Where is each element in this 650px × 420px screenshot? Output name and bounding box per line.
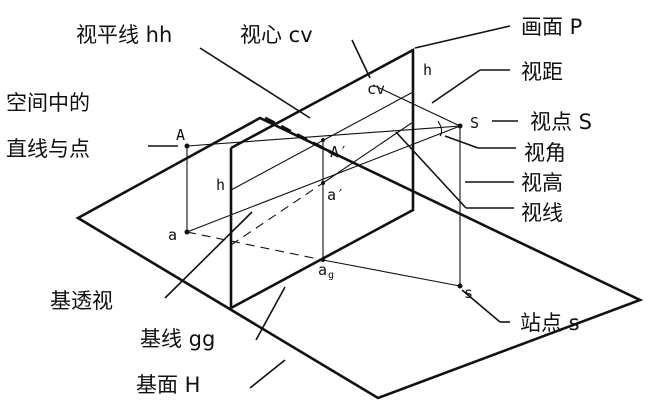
point-label-h-left: h bbox=[216, 176, 225, 194]
point-label-a: a bbox=[168, 226, 177, 244]
leader-viewing-angle bbox=[444, 135, 479, 149]
viewing-angle-arc bbox=[437, 120, 443, 137]
label-viewing-distance: 视距 bbox=[521, 60, 563, 84]
label-base-perspective: 基透视 bbox=[50, 289, 113, 313]
sight-line-A-to-s bbox=[186, 125, 461, 147]
label-space-line-2: 直线与点 bbox=[6, 137, 90, 161]
base-line-ag-to-s bbox=[322, 259, 461, 287]
point-S-dot bbox=[457, 123, 463, 129]
leader-viewing-distance bbox=[431, 69, 481, 104]
point-label-a-prime: a′ bbox=[327, 186, 345, 204]
label-space-line-1: 空间中的 bbox=[6, 91, 90, 115]
point-label-A-prime: A′ bbox=[330, 143, 348, 161]
point-aprime-dot bbox=[321, 181, 325, 185]
sight-line-cv-to-s bbox=[372, 84, 461, 127]
label-sight-line: 视线 bbox=[521, 201, 563, 225]
leader-base-perspective bbox=[164, 211, 253, 299]
point-label-A: A bbox=[176, 126, 185, 144]
label-picture-plane: 画面 P bbox=[521, 15, 582, 39]
point-label-h-right: h bbox=[423, 61, 432, 79]
point-label-cv: cv bbox=[367, 80, 385, 98]
point-a-dot bbox=[184, 229, 190, 235]
base-line-a-to-ag bbox=[186, 231, 324, 261]
point-label-s: s bbox=[464, 284, 473, 302]
label-ground-line: 基线 gg bbox=[140, 327, 215, 351]
leader-ground-plane bbox=[249, 359, 286, 389]
leader-cv bbox=[351, 39, 371, 79]
label-ground-plane: 基面 H bbox=[136, 373, 200, 397]
ground-plane-h bbox=[75, 116, 644, 400]
label-center-of-vision: 视心 cv bbox=[240, 23, 313, 47]
point-Aprime-dot bbox=[321, 138, 325, 142]
label-eye-height: 视高 bbox=[521, 171, 563, 195]
point-label-S: S bbox=[470, 114, 479, 132]
leader-sight-line bbox=[395, 131, 467, 209]
label-station-point: 站点 s bbox=[520, 311, 580, 335]
base-perspective-line bbox=[230, 182, 324, 246]
label-viewing-angle: 视角 bbox=[524, 141, 566, 165]
point-A-dot bbox=[184, 143, 190, 149]
leader-picture-plane bbox=[414, 25, 511, 49]
leader-ground-line bbox=[255, 286, 286, 341]
label-horizon-line: 视平线 hh bbox=[76, 23, 172, 47]
label-viewpoint: 视点 S bbox=[530, 110, 592, 134]
point-s-dot bbox=[457, 283, 463, 289]
base-perspective-continue bbox=[322, 121, 414, 184]
leader-horizon bbox=[199, 47, 311, 119]
point-label-ag-sub: g bbox=[328, 270, 334, 281]
leader-station-point bbox=[461, 289, 501, 323]
point-ag-dot bbox=[321, 258, 325, 262]
point-label-ag: a bbox=[318, 261, 327, 279]
